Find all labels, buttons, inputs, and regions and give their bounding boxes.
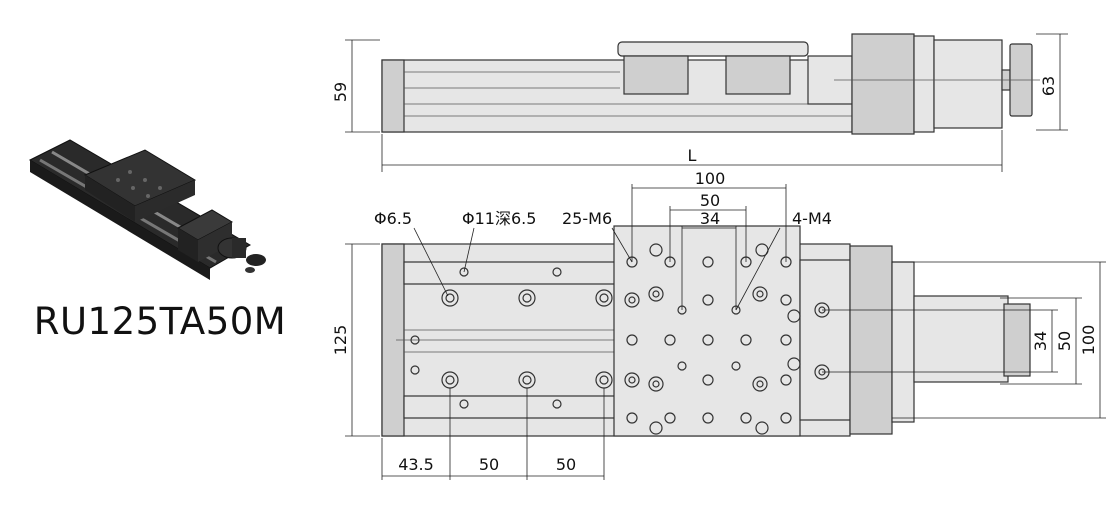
dim-50-a: 50 bbox=[479, 455, 499, 474]
dim-59: 59 bbox=[331, 82, 350, 102]
dim-50-b: 50 bbox=[556, 455, 576, 474]
technical-drawing: 59 63 L bbox=[331, 33, 1106, 480]
plan-motor bbox=[913, 295, 1009, 383]
base-holes bbox=[410, 267, 613, 409]
callout-phi6-5: Φ6.5 bbox=[374, 209, 412, 228]
dim-50-right: 50 bbox=[1055, 331, 1074, 351]
plan-view: Φ6.5 Φ11深6.5 25-M6 4-M4 100 50 34 125 43… bbox=[331, 169, 1106, 480]
side-block-1 bbox=[623, 55, 689, 95]
dim-34-top: 34 bbox=[700, 209, 720, 228]
plan-knob bbox=[1003, 303, 1031, 377]
linear-stage-illustration bbox=[28, 139, 266, 280]
side-motor-plate bbox=[913, 35, 935, 133]
plan-motor-flange bbox=[849, 245, 893, 435]
side-motor bbox=[933, 39, 1003, 129]
plan-coupler bbox=[799, 259, 851, 421]
side-end-cap bbox=[381, 59, 405, 133]
dim-125: 125 bbox=[331, 325, 350, 356]
dim-100-top: 100 bbox=[695, 169, 726, 188]
side-motor-flange bbox=[851, 33, 915, 135]
side-carriage-top bbox=[617, 41, 809, 57]
dim-50-top: 50 bbox=[700, 191, 720, 210]
model-name: RU125TA50M bbox=[33, 300, 287, 343]
callout-phi11-depth: Φ11深6.5 bbox=[462, 209, 536, 228]
callout-4-m4: 4-M4 bbox=[792, 209, 832, 228]
product-image bbox=[28, 139, 266, 280]
side-view: 59 63 L bbox=[331, 33, 1068, 172]
callout-25-m6: 25-M6 bbox=[562, 209, 612, 228]
dim-L: L bbox=[688, 146, 697, 165]
dim-100-right: 100 bbox=[1079, 325, 1098, 356]
plan-rail-bottom bbox=[403, 395, 619, 419]
dim-34-right: 34 bbox=[1031, 331, 1050, 351]
dim-63: 63 bbox=[1039, 76, 1058, 96]
plan-motor-plate bbox=[891, 261, 915, 423]
plan-table bbox=[613, 225, 801, 437]
side-block-2 bbox=[725, 55, 791, 95]
dim-43-5: 43.5 bbox=[398, 455, 434, 474]
